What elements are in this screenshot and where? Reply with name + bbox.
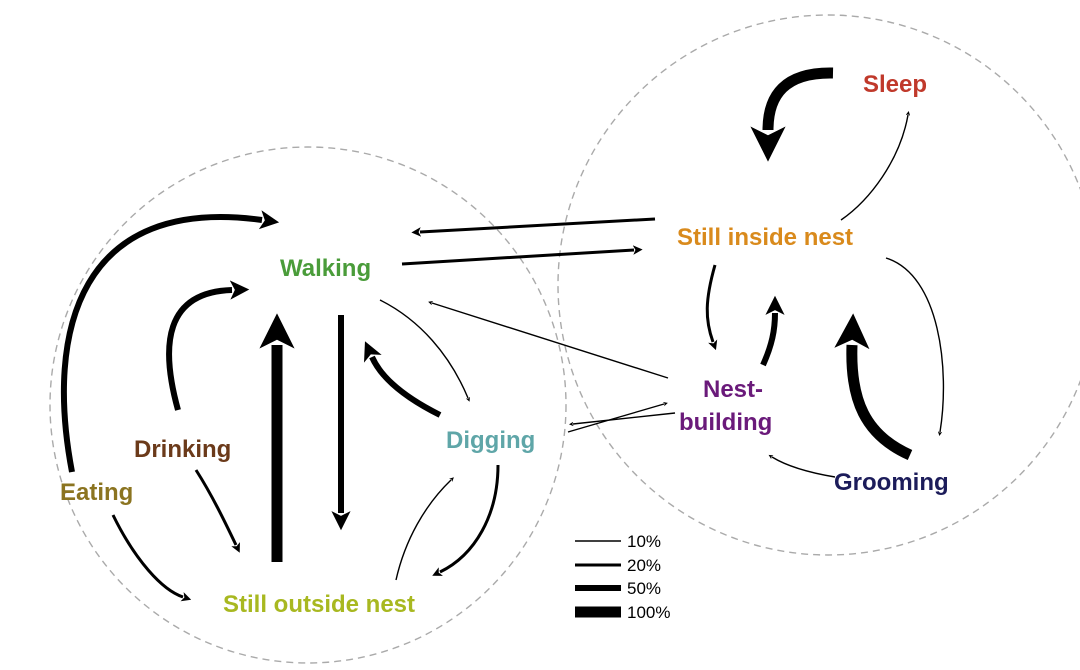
edge-still-inside-to-sleep [840,111,911,221]
legend-label-20: 20% [627,556,661,575]
edge-still-inside-to-walking [411,217,656,237]
nodes: Walking Eating Drinking Digging Still ou… [60,71,949,618]
edge-nest-building-to-digging [568,412,676,427]
node-sleep: Sleep [863,71,927,98]
edge-grooming-to-nest-building [768,454,836,478]
node-nest-building-line2: building [679,409,772,436]
node-digging: Digging [446,427,535,454]
edge-grooming-to-still-inside [834,313,913,461]
legend-label-50: 50% [627,579,661,598]
node-still-outside-nest: Still outside nest [223,591,415,618]
edge-digging-to-still-outside [432,464,500,576]
edge-nest-building-to-walking [428,301,669,379]
edge-digging-to-walking [364,341,442,418]
edge-eating-to-walking [60,210,280,473]
node-eating: Eating [60,479,133,506]
outside-nest-region [49,146,567,664]
inside-nest-region [557,14,1080,556]
edge-still-outside-to-digging [395,477,454,581]
node-walking: Walking [280,255,371,282]
edge-still-inside-to-nest-building [705,264,718,351]
node-nest-building-line1: Nest- [703,376,763,403]
edge-still-inside-to-grooming [885,257,945,436]
edge-drinking-to-walking [166,280,250,411]
legend-label-100: 100% [627,603,670,622]
node-still-inside-nest: Still inside nest [677,224,853,251]
legend: 10% 20% 50% 100% [575,532,670,622]
edge-eating-to-still-outside [111,514,192,602]
edge-digging-to-nest-building [567,401,668,433]
edge-nest-building-to-still-inside [760,295,785,367]
edge-drinking-to-still-outside [194,469,240,553]
edges [60,67,945,602]
edge-walking-to-digging [379,299,470,402]
edge-walking-to-still-inside [401,245,643,266]
node-drinking: Drinking [134,436,231,463]
node-grooming: Grooming [834,469,949,496]
legend-label-10: 10% [627,532,661,551]
edge-sleep-to-still-inside [750,67,834,162]
regions [49,14,1080,664]
